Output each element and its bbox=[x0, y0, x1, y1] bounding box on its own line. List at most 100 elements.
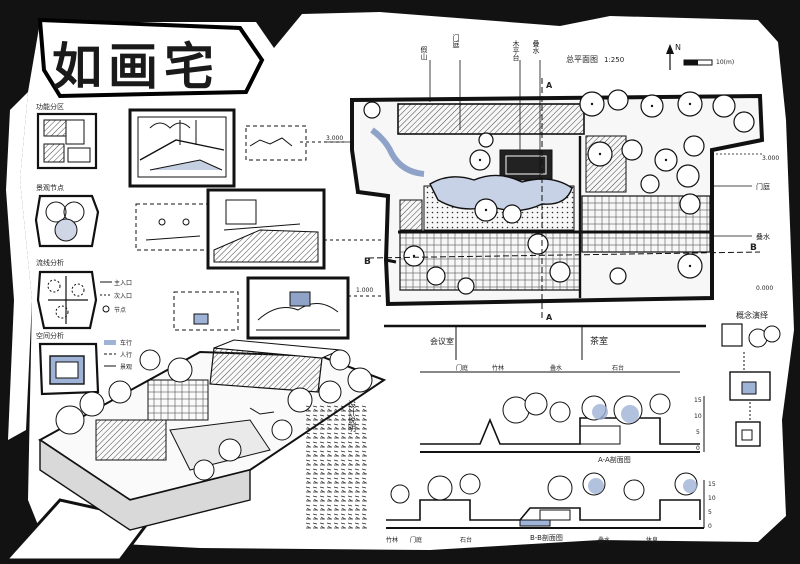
section-a-title: A-A剖面图 bbox=[598, 455, 631, 464]
handwriting-glyph bbox=[361, 450, 367, 457]
handwriting-glyph bbox=[319, 423, 325, 430]
handwriting-glyph bbox=[361, 468, 367, 475]
handwriting-glyph bbox=[347, 414, 353, 421]
handwriting-glyph bbox=[340, 450, 346, 457]
handwriting-glyph bbox=[319, 504, 325, 511]
handwriting-glyph bbox=[354, 486, 360, 493]
handwriting-glyph bbox=[333, 459, 339, 466]
handwriting-glyph bbox=[333, 495, 339, 502]
handwriting-glyph bbox=[347, 504, 353, 511]
handwriting-glyph bbox=[347, 477, 353, 484]
section-mark-a-top: A bbox=[546, 81, 553, 90]
masterplan-scale: 1:250 bbox=[604, 56, 624, 64]
handwriting-glyph bbox=[305, 423, 311, 430]
handwriting-glyph bbox=[340, 441, 346, 448]
handwriting-glyph bbox=[340, 459, 346, 466]
master-plan: 总平面图 1:250 N 10(m) bbox=[326, 33, 779, 322]
handwriting-glyph bbox=[305, 477, 311, 484]
section-bb: B-B剖面图 竹林 门庭 石台 叠水 休息 15 10 5 0 bbox=[386, 472, 716, 544]
handwriting-glyph bbox=[326, 486, 332, 493]
handwriting-glyph bbox=[361, 522, 367, 529]
handwriting-glyph bbox=[319, 468, 325, 475]
handwriting-glyph bbox=[305, 513, 311, 520]
handwriting-glyph bbox=[326, 522, 332, 529]
masterplan-heading: 总平面图 bbox=[566, 54, 598, 64]
handwriting-glyph bbox=[347, 468, 353, 475]
handwriting-glyph bbox=[354, 423, 360, 430]
handwriting-glyph bbox=[354, 522, 360, 529]
handwriting-glyph bbox=[361, 504, 367, 511]
handwriting-glyph bbox=[312, 441, 318, 448]
plan-scalebar: 10(m) bbox=[683, 59, 734, 66]
vignette-6 bbox=[246, 276, 384, 340]
section-b-tick-5: 5 bbox=[708, 509, 712, 516]
axonometric-view bbox=[38, 339, 387, 531]
handwriting-glyph bbox=[305, 414, 311, 421]
title-block: 如画宅 bbox=[37, 17, 265, 99]
handwriting-glyph bbox=[340, 477, 346, 484]
building-north bbox=[397, 103, 585, 135]
paper-tear-left bbox=[6, 92, 32, 440]
legend-secondary-entrance: 次入口 bbox=[114, 292, 132, 300]
handwriting-glyph bbox=[347, 450, 353, 457]
paving-grid-south bbox=[399, 231, 581, 291]
section-a-label-stone: 石台 bbox=[612, 364, 624, 372]
plan-label-rockery: 假山 bbox=[420, 45, 428, 61]
pavilion-dark bbox=[499, 149, 553, 181]
analysis-title-space: 空间分析 bbox=[36, 331, 64, 340]
handwriting-glyph bbox=[354, 432, 360, 439]
handwriting-glyph bbox=[319, 432, 325, 439]
level-mark-4: 0.000 bbox=[756, 285, 773, 292]
handwriting-glyph bbox=[333, 432, 339, 439]
stream bbox=[370, 127, 425, 177]
section-b-label-rest: 休息 bbox=[646, 536, 658, 544]
legend-main-entrance: 主入口 bbox=[114, 279, 132, 287]
handwriting-glyph bbox=[319, 513, 325, 520]
handwriting-glyph bbox=[361, 441, 367, 448]
site-outline-extension bbox=[355, 190, 397, 264]
handwriting-glyph bbox=[340, 432, 346, 439]
handwriting-glyph bbox=[333, 477, 339, 484]
section-a-zone-meeting: 会议室 bbox=[430, 336, 454, 346]
handwriting-glyph bbox=[333, 441, 339, 448]
handwriting-glyph bbox=[361, 414, 367, 421]
handwriting-glyph bbox=[326, 513, 332, 520]
plan-tree-dots bbox=[412, 102, 692, 268]
handwriting-glyph bbox=[305, 522, 311, 529]
plan-label-gate-right: 门庭 bbox=[756, 182, 770, 191]
handwriting-glyph bbox=[354, 504, 360, 511]
handwriting-glyph bbox=[312, 495, 318, 502]
handwriting-glyph bbox=[312, 459, 318, 466]
handwriting-glyph bbox=[305, 495, 311, 502]
section-b-tick-15: 15 bbox=[708, 481, 716, 488]
section-a-scale: 15 10 5 0 bbox=[694, 396, 705, 452]
section-a-label-gate: 门庭 bbox=[456, 364, 468, 372]
analysis-diagram-nodes: 景观节点 bbox=[34, 184, 100, 248]
handwriting-glyph bbox=[319, 495, 325, 502]
plan-label-deck: 木平台 bbox=[512, 39, 520, 62]
handwriting-glyph bbox=[319, 441, 325, 448]
plan-label-gate: 门庭 bbox=[452, 33, 460, 49]
vignette-4 bbox=[206, 188, 384, 270]
legend-pedestrian: 人行 bbox=[120, 351, 132, 359]
analysis-diagram-space: 空间分析 车行 人行 景观 bbox=[36, 331, 132, 396]
section-mark-b-right: B bbox=[750, 243, 757, 253]
design-notes-body bbox=[305, 405, 367, 529]
handwriting-glyph bbox=[340, 504, 346, 511]
design-notes: 设计说明 bbox=[305, 399, 367, 529]
handwriting-glyph bbox=[312, 423, 318, 430]
handwriting-glyph bbox=[333, 522, 339, 529]
handwriting-glyph bbox=[312, 504, 318, 511]
building-west bbox=[399, 199, 423, 231]
handwriting-glyph bbox=[340, 486, 346, 493]
plan-right-labels: 门庭 叠水 bbox=[712, 182, 770, 241]
handwriting-glyph bbox=[312, 468, 318, 475]
analysis-diagram-function: 功能分区 bbox=[36, 102, 98, 170]
section-b-label-gate: 门庭 bbox=[410, 536, 422, 544]
handwriting-glyph bbox=[361, 432, 367, 439]
handwriting-glyph bbox=[354, 414, 360, 421]
analysis-title-function: 功能分区 bbox=[36, 102, 64, 111]
analysis-title-circulation: 流线分析 bbox=[36, 258, 64, 267]
section-a-tick-0: 0 bbox=[696, 445, 700, 452]
